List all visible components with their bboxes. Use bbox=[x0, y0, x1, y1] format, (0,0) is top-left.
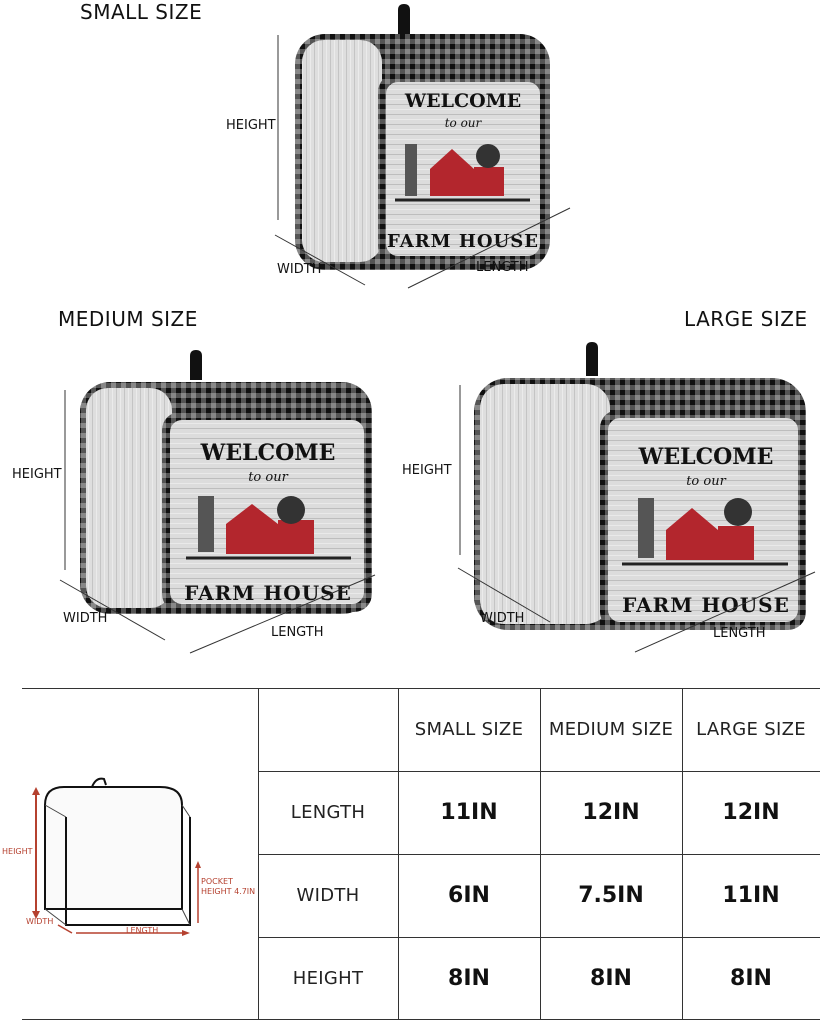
row-header-length: LENGTH bbox=[290, 802, 366, 823]
medium-dimension-lines bbox=[59, 390, 376, 654]
row-header-width: WIDTH bbox=[296, 885, 360, 906]
small-dimension-lines bbox=[274, 35, 571, 289]
small-length-label: LENGTH bbox=[476, 260, 529, 275]
small-size-title: SMALL SIZE bbox=[80, 0, 203, 24]
large-width-label: WIDTH bbox=[480, 611, 525, 626]
medium-height-label: HEIGHT bbox=[12, 467, 62, 482]
large-toaster-cover: WELCOME to our FARM HOUSE bbox=[470, 340, 810, 635]
large-length-label: LENGTH bbox=[713, 626, 766, 641]
table-cell: 8IN bbox=[448, 965, 490, 991]
welcome-text: WELCOME bbox=[638, 444, 774, 470]
small-height-label: HEIGHT bbox=[226, 118, 276, 133]
table-cell: 8IN bbox=[590, 965, 632, 991]
large-dimension-lines bbox=[457, 385, 816, 653]
to-our-text: to our bbox=[248, 470, 288, 485]
hanging-loop-icon bbox=[586, 342, 598, 376]
large-height-label: HEIGHT bbox=[402, 463, 452, 478]
diagram-length-label: LENGTH bbox=[126, 926, 159, 935]
measurement-diagram: HEIGHT WIDTH LENGTH POCKET HEIGHT 4.7IN bbox=[0, 775, 258, 945]
barn-illustration bbox=[186, 496, 351, 560]
farm-house-text: FARM HOUSE bbox=[387, 231, 539, 252]
hanging-loop-icon bbox=[398, 4, 410, 34]
diagram-pocket-label-1: POCKET bbox=[201, 877, 233, 886]
table-cell: 12IN bbox=[722, 800, 780, 825]
table-cell: 7.5IN bbox=[578, 883, 644, 908]
row-header-height: HEIGHT bbox=[292, 967, 364, 989]
small-width-label: WIDTH bbox=[277, 262, 322, 277]
column-header-small: SMALL SIZE bbox=[414, 719, 524, 740]
medium-toaster-cover: WELCOME to our FARM HOUSE bbox=[76, 348, 376, 618]
clear-cover-outline-icon bbox=[32, 777, 201, 936]
diagram-width-label: WIDTH bbox=[26, 917, 54, 926]
medium-length-label: LENGTH bbox=[271, 625, 324, 640]
diagram-height-label: HEIGHT bbox=[2, 847, 33, 856]
table-cell: 12IN bbox=[582, 800, 640, 825]
welcome-text: WELCOME bbox=[200, 440, 336, 466]
medium-width-label: WIDTH bbox=[63, 611, 108, 626]
to-our-text: to our bbox=[686, 474, 726, 489]
size-table: SMALL SIZE MEDIUM SIZE LARGE SIZE LENGTH… bbox=[22, 688, 820, 1020]
farm-house-text: FARM HOUSE bbox=[184, 581, 352, 605]
table-cell: 11IN bbox=[440, 800, 498, 825]
table-cell: 11IN bbox=[722, 883, 780, 908]
farm-house-text: FARM HOUSE bbox=[622, 593, 790, 617]
table-cell: 6IN bbox=[448, 883, 490, 908]
table-cell: 8IN bbox=[730, 965, 772, 991]
to-our-text: to our bbox=[445, 116, 483, 130]
small-toaster-cover: WELCOME to our FARM HOUSE bbox=[290, 4, 560, 274]
hanging-loop-icon bbox=[190, 350, 202, 380]
column-header-medium: MEDIUM SIZE bbox=[548, 719, 674, 740]
large-size-title: LARGE SIZE bbox=[684, 307, 808, 331]
barn-illustration bbox=[622, 498, 788, 566]
diagram-pocket-label-2: HEIGHT 4.7IN bbox=[201, 887, 256, 896]
medium-size-title: MEDIUM SIZE bbox=[58, 307, 198, 331]
column-header-large: LARGE SIZE bbox=[696, 719, 806, 740]
welcome-text: WELCOME bbox=[404, 90, 521, 112]
barn-illustration bbox=[395, 144, 530, 202]
